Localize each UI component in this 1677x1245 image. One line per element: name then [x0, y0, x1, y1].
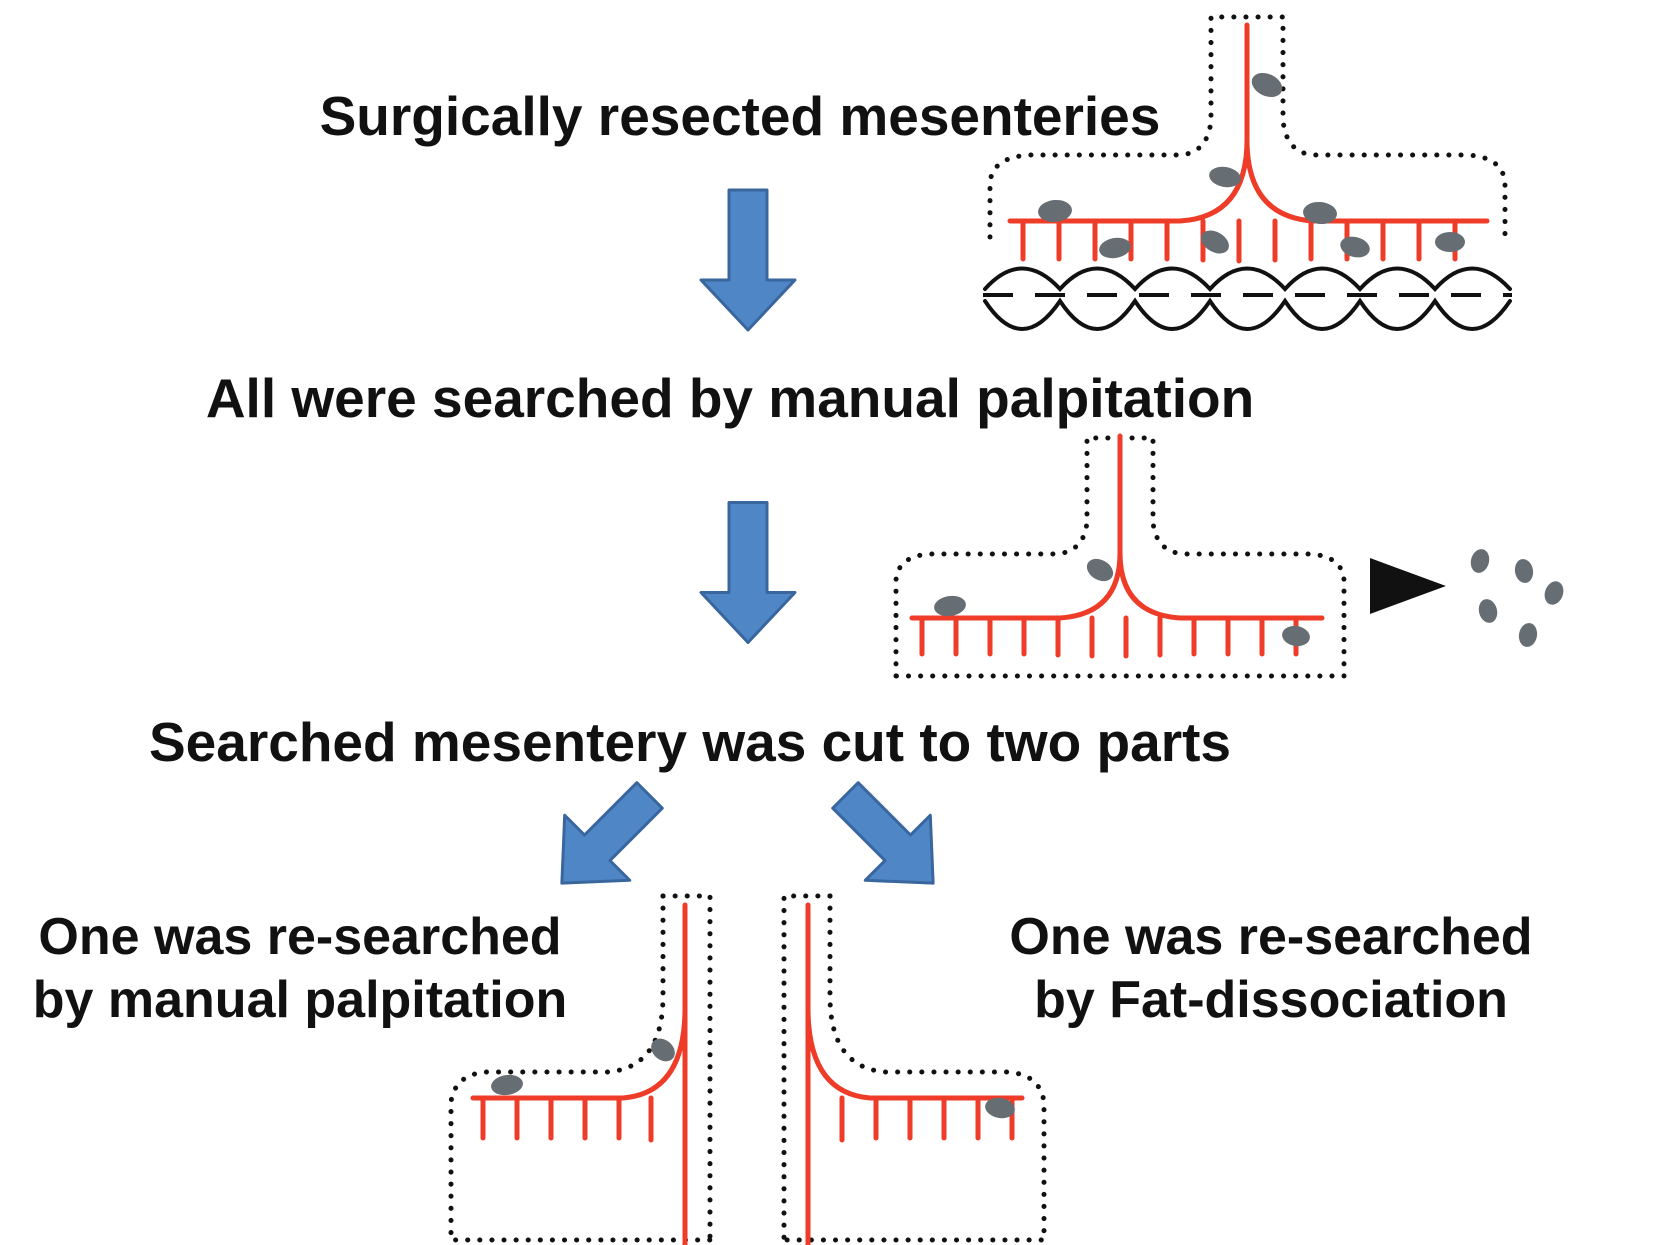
vessel-tree: [909, 433, 1325, 659]
lymph-node-icon: [651, 1038, 675, 1062]
dotted-outline: [781, 893, 1047, 1245]
mesentery-right-half-illustration: [781, 893, 1047, 1245]
lymph-node-icon: [1514, 559, 1534, 583]
branch-right-label: One was re-searched by Fat-dissociation: [965, 906, 1577, 1033]
lymph-node-icon: [1303, 201, 1337, 225]
bowel-wall: [983, 266, 1512, 331]
lymph-node-icon: [1518, 623, 1538, 647]
lymph-node-icon: [1544, 581, 1564, 605]
branch-left-label: One was re-searched by manual palpitatio…: [0, 906, 600, 1033]
lymph-node-icon: [1435, 232, 1465, 252]
mesentery-left-half-illustration: [448, 893, 713, 1245]
lymph-node-icon: [1282, 625, 1310, 647]
step3-label: Searched mesentery was cut to two parts: [148, 711, 1232, 773]
lymph-node-icon: [1038, 199, 1072, 223]
lymph-node-icon: [1201, 230, 1229, 254]
lymph-nodes: [985, 1097, 1015, 1119]
lymph-node-icon: [934, 595, 966, 617]
down-left-arrow-icon: [560, 781, 664, 885]
lymph-node-icon: [1478, 599, 1498, 623]
lymph-node-icon: [1086, 558, 1114, 582]
branch-left-line1: One was re-searched: [38, 908, 562, 966]
lymph-node-icon: [1209, 166, 1241, 188]
branch-right-line1: One was re-searched: [1009, 908, 1533, 966]
right-triangle-pointer-icon: [1370, 558, 1446, 614]
lymph-node-icon: [985, 1097, 1015, 1119]
lymph-node-icon: [1251, 72, 1283, 98]
lymph-node-icon: [1340, 236, 1370, 258]
lymph-node-icon: [1470, 549, 1490, 573]
step2-label: All were searched by manual palpitation: [205, 367, 1255, 429]
lymph-node-icon: [1099, 237, 1131, 259]
vessel-tree: [470, 902, 688, 1245]
lymph-nodes: [491, 1038, 675, 1096]
lymph-nodes: [934, 558, 1310, 647]
dotted-outline: [448, 893, 713, 1245]
mesentery-with-bowel-illustration: [983, 14, 1512, 331]
searched-mesentery-illustration: [893, 433, 1347, 679]
branch-right-line2: by Fat-dissociation: [1034, 971, 1508, 1030]
extracted-lymph-nodes: [1470, 549, 1564, 647]
branch-left-line2: by manual palpitation: [32, 971, 568, 1030]
lymph-node-icon: [491, 1074, 523, 1096]
step1-label: Surgically resected mesenteries: [319, 85, 1161, 147]
lymph-nodes: [1038, 72, 1465, 259]
vessel-tree: [1007, 22, 1490, 264]
dotted-outline: [987, 14, 1508, 240]
vessel-tree: [805, 902, 1025, 1245]
down-arrow-icon: [699, 188, 797, 332]
down-right-arrow-icon: [831, 781, 935, 885]
down-arrow-icon: [699, 501, 797, 644]
